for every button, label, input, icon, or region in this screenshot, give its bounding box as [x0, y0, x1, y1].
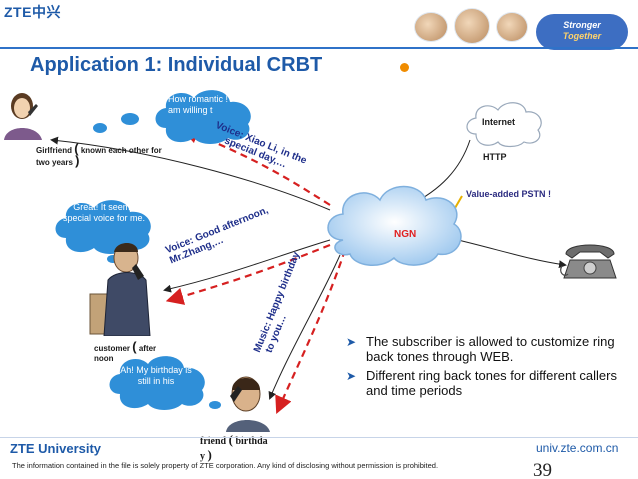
- tone-line-friend: [275, 249, 347, 415]
- friend-label-b: birthda: [235, 436, 268, 447]
- customer-paren-open: (: [132, 339, 137, 354]
- line-ngn-phone: [457, 239, 567, 269]
- girlfriend-label-a: Girlfriend: [36, 146, 73, 155]
- telephone-icon: [560, 236, 620, 287]
- line-ngn-girlfriend: [50, 136, 331, 211]
- bullet-item: ➤ The subscriber is allowed to customize…: [346, 334, 636, 364]
- header-photo-3: [496, 12, 528, 42]
- customer-avatar: [86, 236, 166, 341]
- slogan-badge: Stronger Together: [536, 14, 628, 50]
- friend-label-a: friend: [200, 436, 227, 447]
- zte-logo: ZTE中兴: [4, 4, 61, 20]
- thought-cloud-friend: [104, 352, 212, 412]
- bullet-item: ➤ Different ring back tones for differen…: [346, 368, 636, 398]
- girlfriend-paren-close: ): [75, 153, 80, 168]
- internet-label: Internet: [482, 117, 516, 127]
- thought-cloud-customer-text: Great! It seems special voice for me.: [62, 202, 146, 223]
- bullet-arrow-icon: ➤: [346, 369, 357, 383]
- thought-cloud-girlfriend: [150, 86, 260, 146]
- header-photo-1: [414, 12, 448, 42]
- footer-disclaimer: The information contained in the file is…: [12, 461, 439, 470]
- slogan-line-2: Together: [562, 31, 602, 41]
- customer-label: customer ( after noon: [94, 339, 157, 364]
- bullet-list: ➤ The subscriber is allowed to customize…: [346, 334, 636, 402]
- customer-label-c: noon: [94, 354, 114, 363]
- thought-bubble-dot-2: [92, 122, 108, 134]
- girlfriend-avatar: [0, 90, 46, 145]
- ngn-cloud: [318, 178, 468, 270]
- http-label: HTTP: [483, 152, 507, 162]
- thought-cloud-girlfriend-text: How romantic ! I am willing t: [168, 94, 234, 115]
- title-dot: [400, 63, 409, 72]
- pstn-pointer: [454, 195, 463, 209]
- customer-label-a: customer: [94, 344, 131, 353]
- header-divider: [0, 47, 638, 49]
- girlfriend-label-c: two years: [36, 158, 73, 167]
- slogan-line-1: Stronger: [563, 20, 601, 30]
- pstn-label: Value-added PSTN !: [466, 189, 552, 199]
- internet-cloud: [462, 98, 544, 148]
- header-photo-2: [454, 8, 490, 44]
- page-number: 39: [533, 460, 552, 479]
- footer-brand: ZTE University: [10, 441, 102, 456]
- friend-paren-close: ): [207, 447, 212, 462]
- friend-avatar: [222, 372, 274, 437]
- footer-divider: [0, 437, 638, 438]
- bullet-text: The subscriber is allowed to customize r…: [366, 334, 615, 364]
- footer-url: univ.zte.com.cn: [536, 441, 619, 455]
- thought-bubble-dot-4: [208, 400, 222, 410]
- girlfriend-label: Girlfriend ( known each other for two ye…: [36, 141, 162, 168]
- customer-label-b: after: [138, 344, 157, 353]
- thought-cloud-customer: [50, 196, 160, 256]
- tone-line-customer: [165, 243, 331, 305]
- header-photo-strip: Stronger Together: [412, 6, 634, 50]
- friend-paren-open: (: [228, 432, 233, 447]
- friend-label-c: y: [200, 451, 205, 462]
- thought-cloud-friend-text: Ah! My birthday is still in his: [120, 365, 192, 386]
- thought-bubble-dot-1: [120, 112, 140, 126]
- girlfriend-label-b: known each other for: [80, 146, 162, 155]
- line-ngn-customer: [163, 239, 331, 293]
- bullet-arrow-icon: ➤: [346, 335, 357, 349]
- line-ngn-friend: [268, 254, 341, 400]
- slide-title: Application 1: Individual CRBT: [30, 54, 323, 76]
- girlfriend-paren-open: (: [74, 141, 79, 156]
- header: [0, 0, 638, 48]
- ngn-label: NGN: [394, 229, 417, 240]
- friend-label: friend ( birthda y ): [200, 433, 268, 463]
- bullet-text: Different ring back tones for different …: [366, 368, 617, 398]
